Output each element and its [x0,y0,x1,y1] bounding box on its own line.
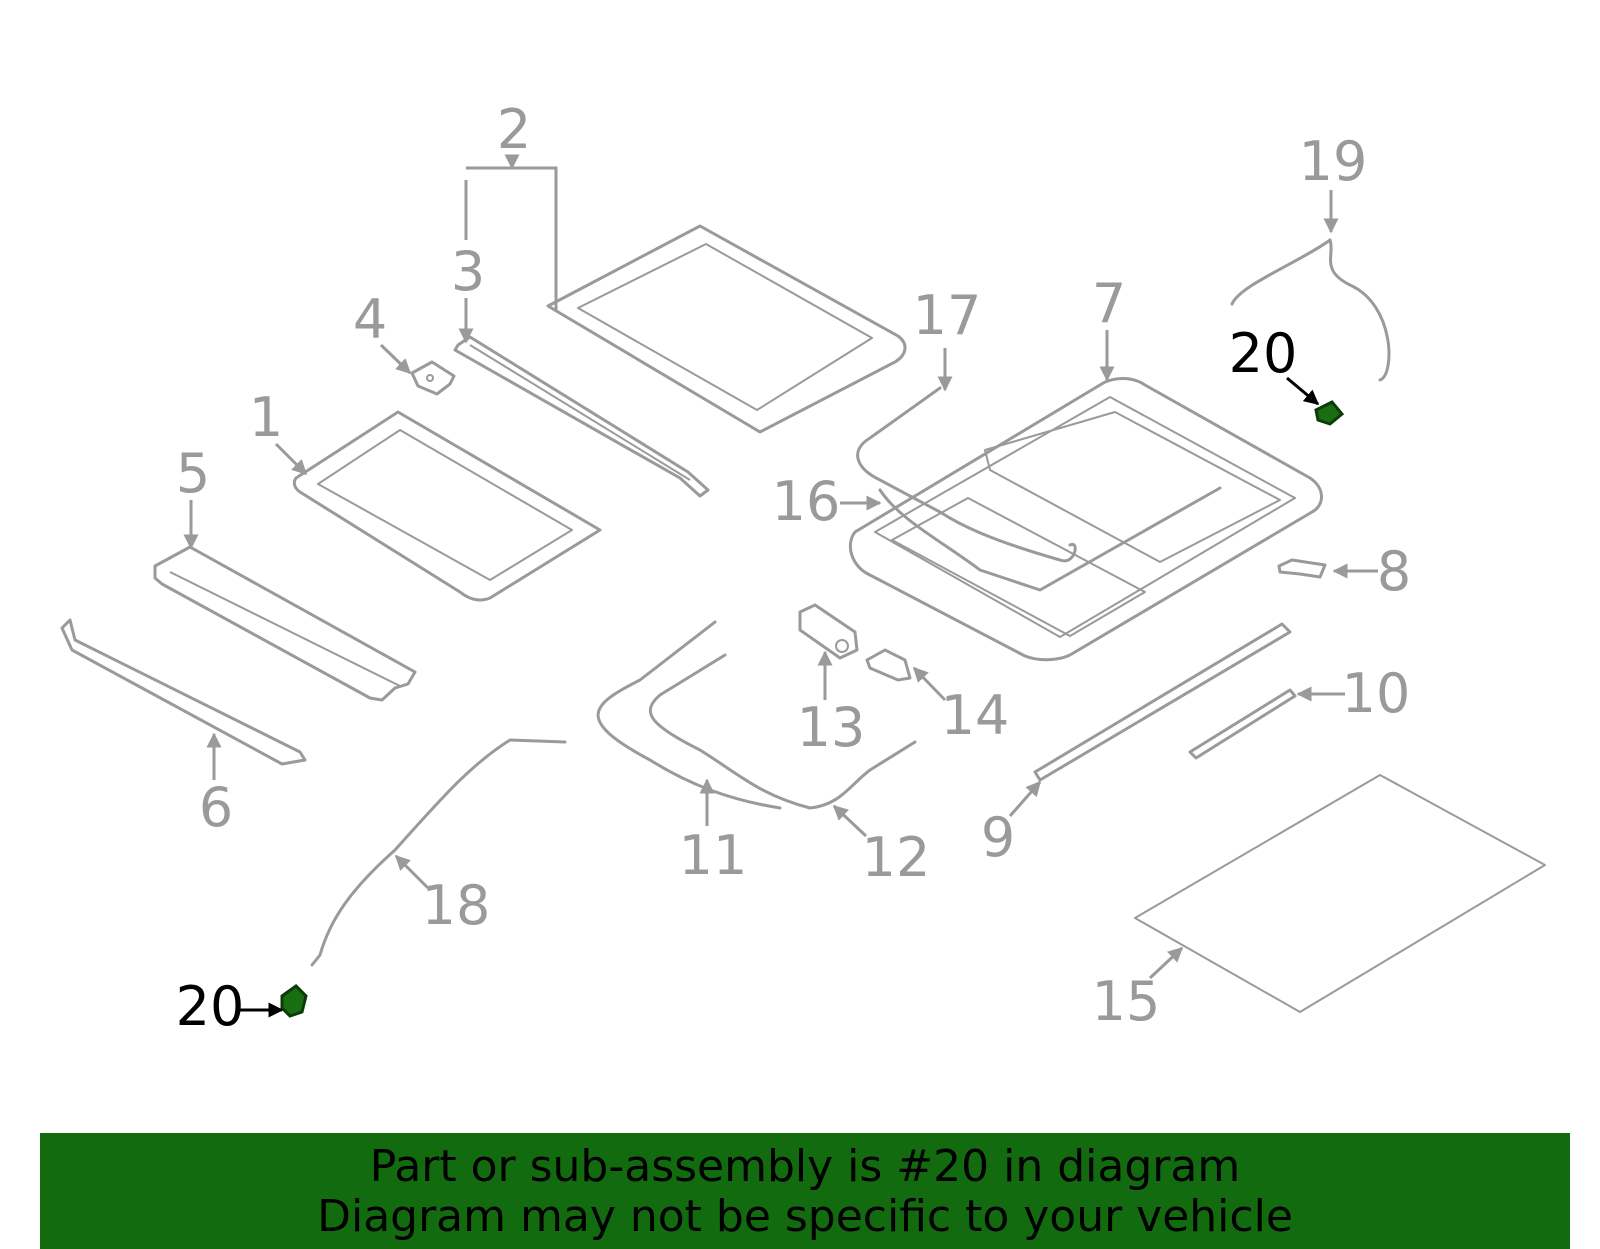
callout-11: 11 [679,824,748,887]
part-20-clip-lower [280,984,308,1018]
callout-13: 13 [797,696,866,759]
part-13-motor [798,603,859,660]
part-3-rail [453,335,710,498]
part-19-hose [1230,238,1391,382]
callout-6: 6 [199,776,233,839]
callout-4: 4 [353,288,387,351]
part-4-bracket [410,360,456,396]
part-9-rail [1033,622,1292,782]
part-18-hose [310,738,567,967]
part-8-bracket [1277,558,1327,579]
callout-7: 7 [1092,272,1126,335]
callout-17: 17 [913,284,982,347]
info-banner: Part or sub-assembly is #20 in diagram D… [40,1133,1570,1249]
callout-15: 15 [1092,970,1161,1033]
callout-16: 16 [772,470,841,533]
part-15-shade [1134,774,1546,1013]
callout-5: 5 [176,442,210,505]
callout-8: 8 [1377,540,1411,603]
callout-20-upper: 20 [1229,322,1298,385]
part-11-seal [596,620,812,810]
banner-line-2: Diagram may not be specific to your vehi… [317,1191,1293,1242]
parts-diagram: 2 3 4 1 5 6 17 7 19 20 16 8 10 13 14 9 1… [60,98,1546,1038]
part-2-glass-panel [546,224,907,434]
part-20-clip-upper [1314,400,1345,426]
callout-20-lower: 20 [176,975,245,1038]
callout-3: 3 [451,240,485,303]
callout-1: 1 [249,386,283,449]
callout-2: 2 [497,98,531,161]
callout-9: 9 [981,806,1015,869]
banner-line-1: Part or sub-assembly is #20 in diagram [369,1141,1241,1192]
part-14-clip [865,648,912,682]
part-1-glass [292,410,602,602]
callout-14: 14 [941,684,1010,747]
callout-10: 10 [1342,662,1411,725]
part-5-deflector [153,545,417,702]
part-7-frame [849,376,1323,662]
callout-19: 19 [1299,130,1368,193]
part-12-cable [808,740,917,810]
part-10-strip [1188,688,1297,760]
part-6-strip [60,618,307,766]
part-17-hose [856,386,1222,592]
callout-18: 18 [422,874,491,937]
callout-12: 12 [862,826,931,889]
